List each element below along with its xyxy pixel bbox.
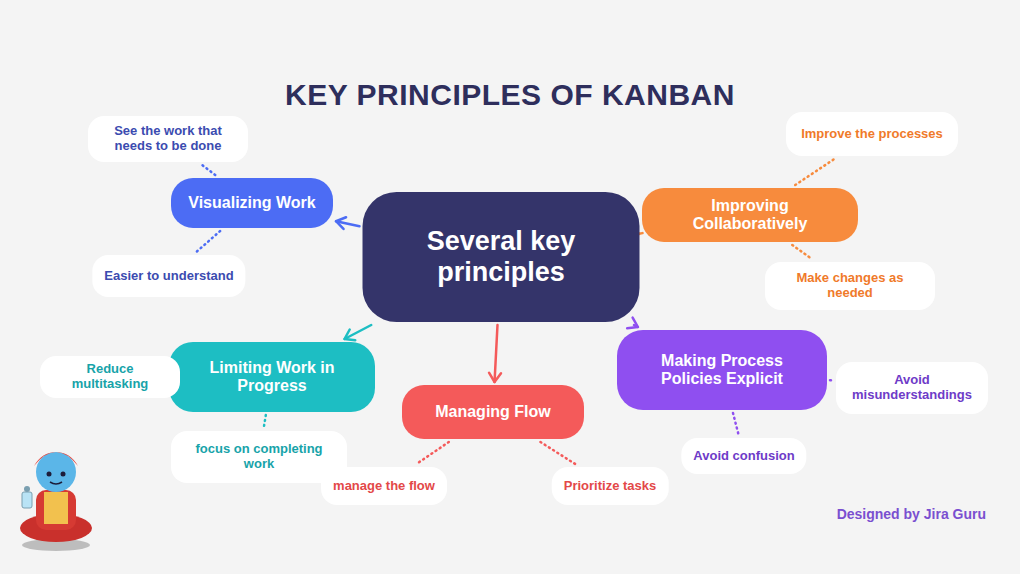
- note-bubble: Reduce multitasking: [40, 356, 180, 398]
- note-bubble: manage the flow: [321, 467, 447, 505]
- principle-box: Improving Collaboratively: [642, 188, 858, 242]
- node-text: Improving Collaboratively: [654, 197, 846, 234]
- dotted-connector: [416, 442, 448, 464]
- principle-box: Visualizing Work: [171, 178, 333, 228]
- note-bubble: Make changes as needed: [765, 262, 935, 310]
- diagram-title: KEY PRINCIPLES OF KANBAN: [0, 78, 1020, 112]
- note-bubble: Easier to understand: [92, 255, 245, 297]
- principle-box: Managing Flow: [402, 385, 584, 439]
- arrow-head: [489, 373, 501, 382]
- node-text: Avoid misunderstandings: [848, 373, 976, 403]
- note-bubble: Improve the processes: [786, 112, 958, 156]
- node-text: Managing Flow: [435, 403, 551, 421]
- dotted-connector: [202, 165, 215, 175]
- dotted-connector: [795, 159, 834, 185]
- arrow-head: [345, 330, 356, 341]
- node-text: manage the flow: [333, 479, 435, 494]
- node-text: Reduce multitasking: [52, 362, 168, 392]
- node-text: Avoid confusion: [693, 449, 794, 464]
- note-bubble: Avoid misunderstandings: [836, 362, 988, 414]
- node-text: Improve the processes: [801, 127, 943, 142]
- note-bubble: focus on completing work: [171, 431, 347, 483]
- node-text: Prioritize tasks: [564, 479, 657, 494]
- dotted-connector: [196, 231, 220, 252]
- node-text: focus on completing work: [183, 442, 335, 472]
- credit-label: Designed by Jira Guru: [837, 506, 986, 522]
- arrow-head: [336, 217, 346, 229]
- dotted-connector: [540, 442, 575, 464]
- node-text: Several key principles: [385, 226, 618, 288]
- note-bubble: Avoid confusion: [681, 438, 806, 474]
- node-text: Easier to understand: [104, 269, 233, 284]
- central-box: Several key principles: [363, 192, 640, 322]
- node-text: Make changes as needed: [777, 271, 923, 301]
- dotted-connector: [733, 413, 739, 435]
- principle-box: Making Process Policies Explicit: [617, 330, 827, 410]
- note-bubble: See the work that needs to be done: [88, 116, 248, 162]
- principle-box: Limiting Work in Progress: [169, 342, 375, 412]
- node-text: Making Process Policies Explicit: [629, 352, 815, 389]
- arrow-connector: [495, 325, 498, 382]
- arrow-head: [627, 318, 638, 329]
- dotted-connector: [830, 379, 833, 382]
- node-text: Limiting Work in Progress: [181, 359, 363, 396]
- note-bubble: Prioritize tasks: [552, 467, 669, 505]
- dotted-connector: [792, 245, 812, 259]
- node-text: Visualizing Work: [188, 194, 315, 212]
- node-text: See the work that needs to be done: [100, 124, 236, 154]
- dotted-connector: [264, 415, 266, 428]
